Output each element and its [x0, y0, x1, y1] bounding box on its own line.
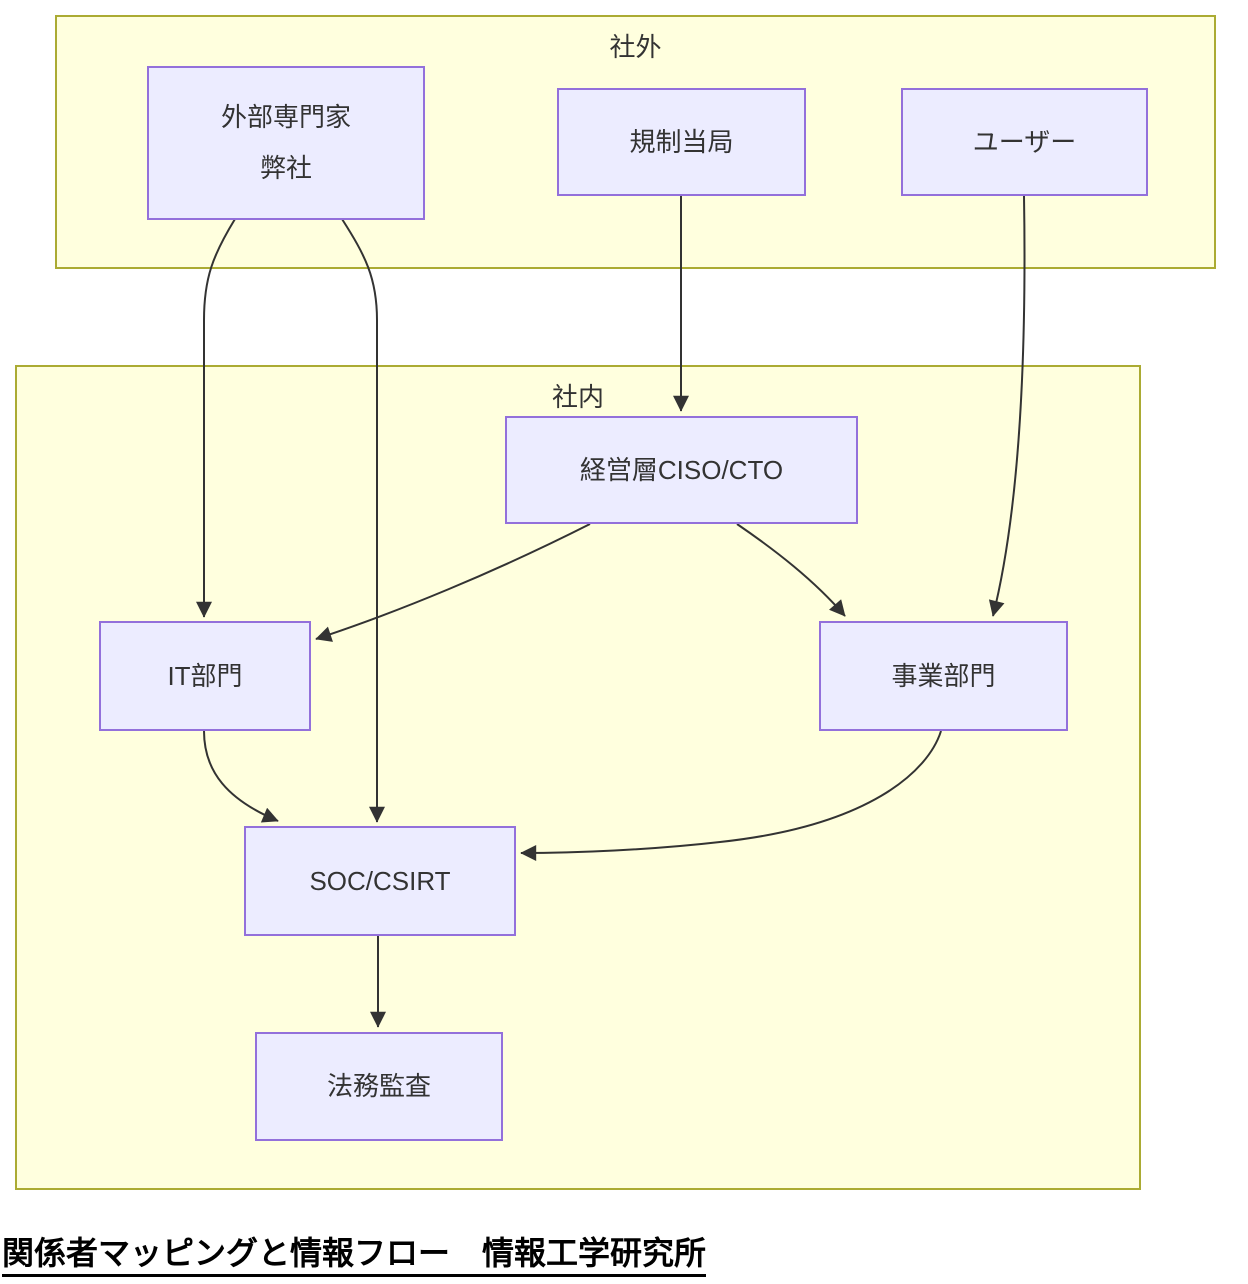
- node-it-dept-label: IT部門: [167, 660, 243, 691]
- node-ext-expert-label-line2: 弊社: [259, 153, 312, 183]
- group-internal-label: 社内: [551, 382, 604, 412]
- diagram-caption-text: 関係者マッピングと情報フロー 情報工学研究所: [2, 1235, 707, 1277]
- node-business-dept-label: 事業部門: [891, 660, 996, 691]
- node-legal-audit: 法務監査: [255, 1032, 503, 1141]
- node-end-user-label: ユーザー: [972, 126, 1077, 157]
- diagram-caption: 関係者マッピングと情報フロー 情報工学研究所: [2, 1228, 707, 1277]
- node-management: 経営層CISO/CTO: [505, 416, 858, 524]
- node-regulator: 規制当局: [557, 88, 806, 196]
- node-soc-csirt-label: SOC/CSIRT: [309, 865, 451, 896]
- node-legal-audit-label: 法務監査: [326, 1071, 431, 1102]
- group-external-label: 社外: [609, 32, 662, 62]
- node-it-dept: IT部門: [99, 621, 311, 731]
- node-business-dept: 事業部門: [819, 621, 1068, 731]
- node-regulator-label: 規制当局: [629, 126, 734, 157]
- node-end-user: ユーザー: [901, 88, 1148, 196]
- node-soc-csirt: SOC/CSIRT: [244, 826, 516, 936]
- node-management-label: 経営層CISO/CTO: [579, 454, 784, 485]
- node-ext-expert-label-line1: 外部専門家: [220, 102, 351, 133]
- node-ext-expert: 外部専門家 弊社: [147, 66, 425, 220]
